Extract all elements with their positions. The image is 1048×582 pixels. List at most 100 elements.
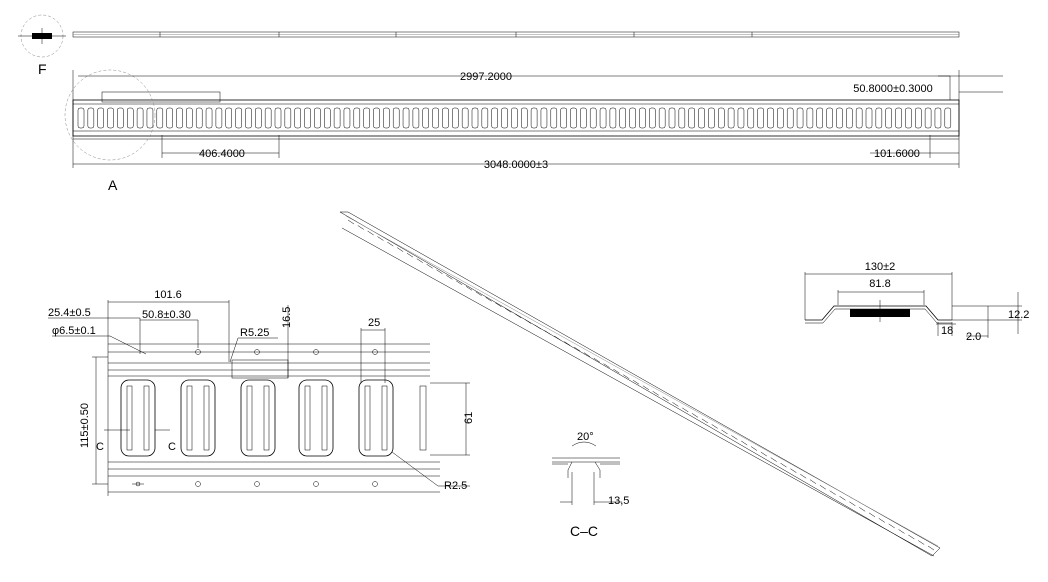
plan-slot [186, 107, 193, 129]
iso-slot [554, 335, 561, 341]
iso-slot [347, 219, 355, 225]
plan-slot [786, 107, 794, 129]
iso-slot [593, 357, 600, 363]
dim-12-2: 12.2 [1008, 309, 1029, 321]
dim-101-6: 101.6 [154, 289, 182, 301]
iso-slot [436, 269, 443, 274]
iso-slot [868, 512, 876, 518]
plan-slot [412, 107, 420, 129]
dim-16-5: 16.5 [281, 307, 293, 328]
iso-slot [878, 518, 885, 523]
iso-slot [387, 241, 394, 247]
plan-slot [264, 107, 272, 129]
detail-slot [120, 379, 156, 457]
detail-slot [298, 379, 334, 457]
plan-slot [432, 107, 439, 129]
plan-slot [205, 107, 213, 129]
detail-a-view: 101.6 25.4±0.5 50.8±0.30 φ6.5±0.1 R5.25 … [48, 289, 475, 496]
detail-slot [180, 379, 216, 457]
plan-slot [885, 107, 892, 129]
iso-slot [682, 407, 689, 413]
iso-slot [455, 280, 463, 285]
rail-side-view [72, 31, 960, 38]
plan-slot [934, 107, 942, 129]
detail-slot-inner [246, 385, 253, 451]
plan-slot [452, 107, 459, 129]
iso-slot [642, 385, 650, 390]
plan-slot [688, 107, 695, 129]
plan-slot [678, 107, 686, 129]
plan-slot [570, 107, 577, 129]
detail-slot-inner [263, 385, 270, 451]
iso-slot [632, 380, 640, 385]
plan-slot [855, 107, 863, 129]
plan-slot [580, 107, 587, 129]
dim-pitch: 406.4000 [199, 148, 245, 160]
plan-slot [343, 107, 351, 129]
plan-slot [442, 107, 449, 129]
plan-slot [649, 107, 656, 129]
iso-slot [790, 468, 797, 473]
plan-slot [944, 107, 952, 129]
plan-slot [97, 107, 104, 129]
iso-slot [672, 402, 679, 407]
iso-slot [357, 225, 364, 230]
iso-slot [800, 473, 807, 479]
detail-slot-inner [304, 385, 311, 451]
plan-slot [865, 107, 873, 129]
plan-slot [77, 107, 85, 129]
iso-slot [564, 341, 571, 346]
plan-slot [757, 107, 764, 129]
plan-slot [668, 107, 676, 129]
iso-slot [544, 330, 551, 335]
iso-slot [662, 396, 669, 402]
iso-slot [780, 462, 787, 468]
detail-slot-inner [126, 385, 133, 451]
iso-slot [770, 457, 777, 462]
plan-slot [156, 107, 164, 129]
dim-130: 130±2 [865, 261, 896, 273]
iso-slot [898, 529, 905, 534]
iso-slot [918, 540, 925, 545]
iso-slot [701, 418, 709, 424]
plan-slot [304, 107, 311, 129]
iso-slot [603, 363, 610, 368]
plan-slot [471, 107, 479, 129]
plan-slot [639, 107, 646, 129]
iso-slot [731, 435, 738, 440]
plan-slot [629, 107, 636, 129]
iso-slot [927, 545, 935, 551]
rail-plan-view: A 2997.2000 50.8000±0.3000 406.4000 101.… [64, 69, 1003, 193]
plan-slot [826, 107, 833, 129]
iso-slot [849, 501, 856, 507]
detail-slot-inner [321, 385, 328, 451]
plan-slot [521, 107, 528, 129]
detail-hole-bottom [372, 481, 378, 487]
iso-slot [406, 252, 414, 258]
detail-slot-inner [381, 385, 388, 451]
dim-13-5: 13,5 [608, 495, 629, 507]
plan-slot [599, 107, 607, 129]
iso-slot [721, 429, 728, 435]
detail-slot-edge [419, 385, 427, 451]
iso-slot [809, 479, 817, 484]
iso-slot [377, 236, 384, 241]
iso-slot [829, 490, 836, 495]
iso-slot [583, 352, 591, 357]
dim-hole-dia: φ6.5±0.1 [52, 325, 96, 337]
plan-slot [333, 107, 341, 129]
plan-slot [747, 107, 755, 129]
dim-end-pitch: 101.6000 [874, 148, 920, 160]
plan-slot [87, 107, 95, 129]
plan-slot [402, 107, 410, 129]
plan-slot [274, 107, 282, 129]
iso-slot [760, 451, 768, 457]
profile-section-view: 130±2 81.8 12.2 18 2.0 [804, 261, 1029, 343]
iso-slot [495, 302, 502, 308]
plan-slot [560, 107, 567, 129]
plan-slot [461, 107, 469, 129]
plan-slot [816, 107, 823, 129]
plan-slot [235, 107, 242, 129]
plan-slot [511, 107, 518, 129]
detail-hole-top [195, 349, 201, 355]
